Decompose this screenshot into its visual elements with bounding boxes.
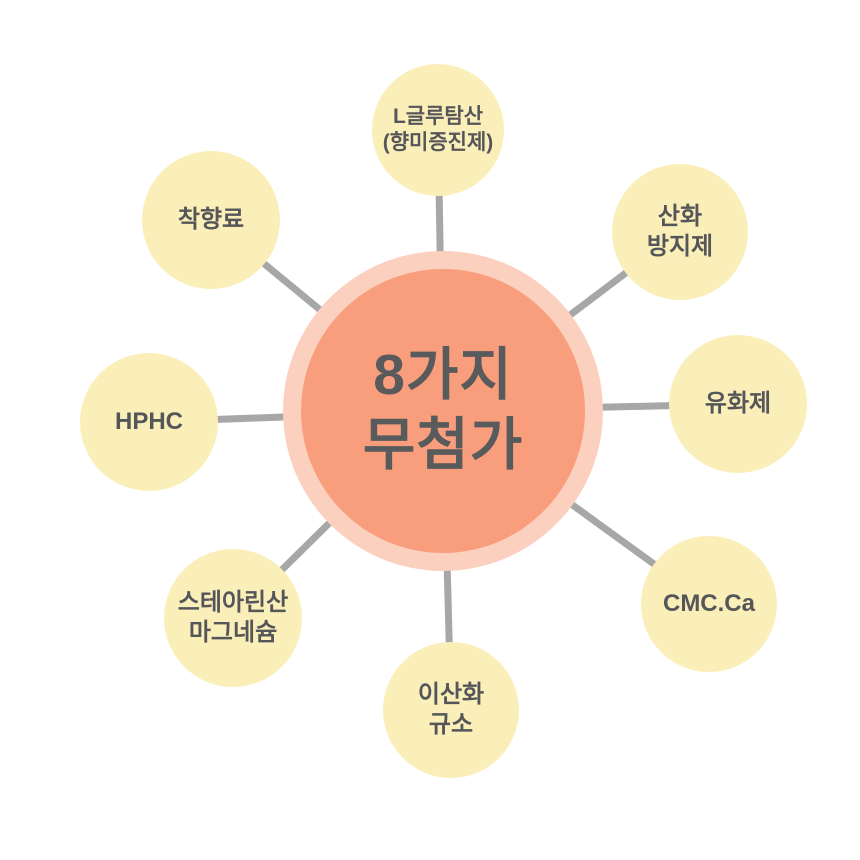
node-cmc-ca-label: CMC.Ca [662,590,755,617]
node-magnesium-stearate: 스테아린산 마그네슘 [164,549,302,687]
node-magnesium-stearate-label: 스테아린산 마그네슘 [177,589,289,646]
node-antioxidant: 산화 방지제 [612,164,748,300]
center-circle: 8가지 무첨가 [301,269,585,553]
node-hphc-label: HPHC [114,408,183,435]
center-circle-ring: 8가지 무첨가 [283,251,603,571]
node-antioxidant-label: 산화 방지제 [646,203,714,260]
node-emulsifier: 유화제 [669,335,807,473]
node-flavoring-label: 착향료 [177,206,245,233]
node-flavoring: 착향료 [142,151,280,289]
node-hphc: HPHC [80,353,218,491]
node-l-glutamic-acid: L글루탐산 (향미증진제) [372,64,504,196]
node-emulsifier-label: 유화제 [704,390,772,417]
node-silicon-dioxide: 이산화 규소 [383,642,519,778]
node-silicon-dioxide-label: 이산화 규소 [417,681,485,738]
node-cmc-ca: CMC.Ca [641,536,777,672]
node-l-glutamic-acid-label: L글루탐산 (향미증진제) [382,104,494,154]
center-circle-label: 8가지 무첨가 [362,343,524,477]
